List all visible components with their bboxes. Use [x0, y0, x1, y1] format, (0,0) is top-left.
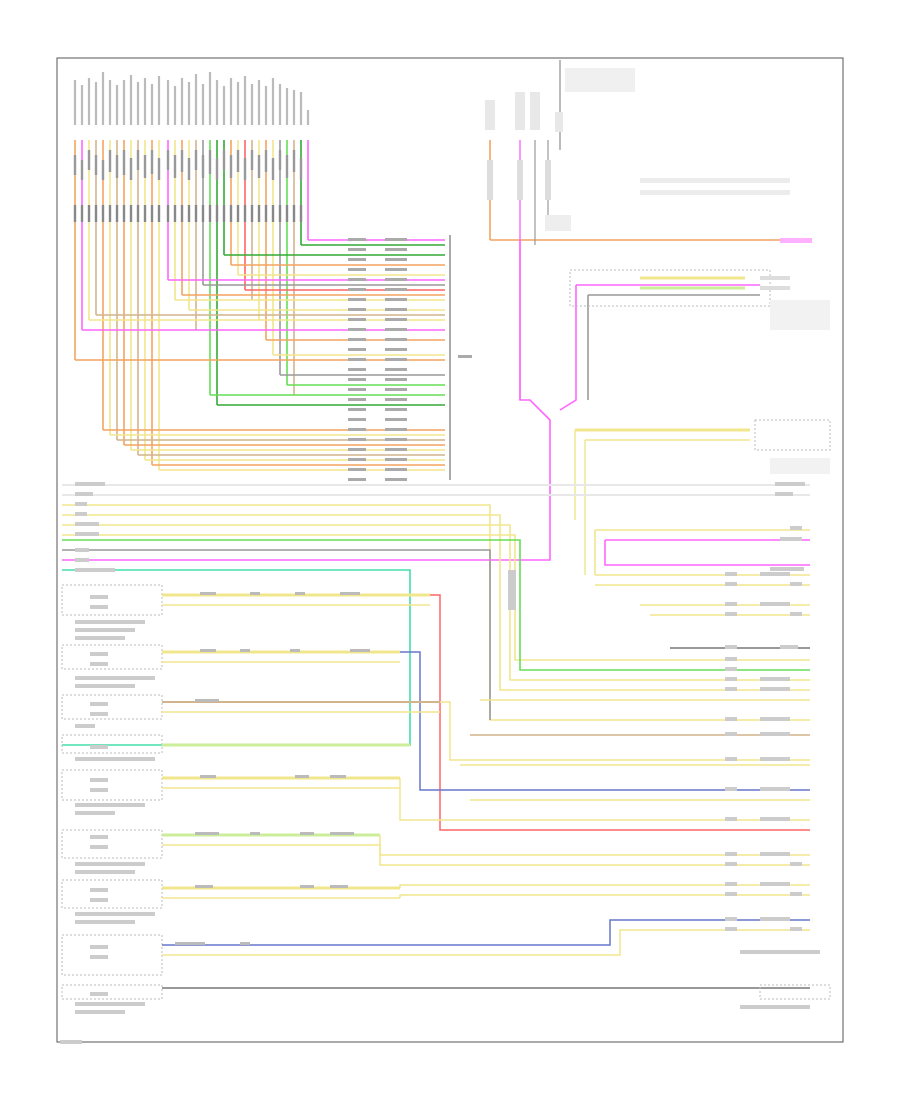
top-center-connector — [485, 60, 812, 400]
bus-label-marks — [75, 482, 805, 610]
wire-code-marks — [175, 592, 370, 945]
left-modules — [61, 584, 831, 1000]
right-module-2 — [574, 419, 831, 575]
central-wire-label-marks — [348, 238, 472, 481]
left-module-label-marks — [60, 595, 155, 1044]
right-terminal-marks — [725, 572, 820, 1009]
pink-trunk — [62, 240, 760, 561]
diagram-frame — [56, 57, 844, 1043]
top-left-wire-bundle — [73, 72, 310, 470]
right-module-1 — [569, 269, 830, 330]
right-column-wires — [460, 604, 810, 801]
